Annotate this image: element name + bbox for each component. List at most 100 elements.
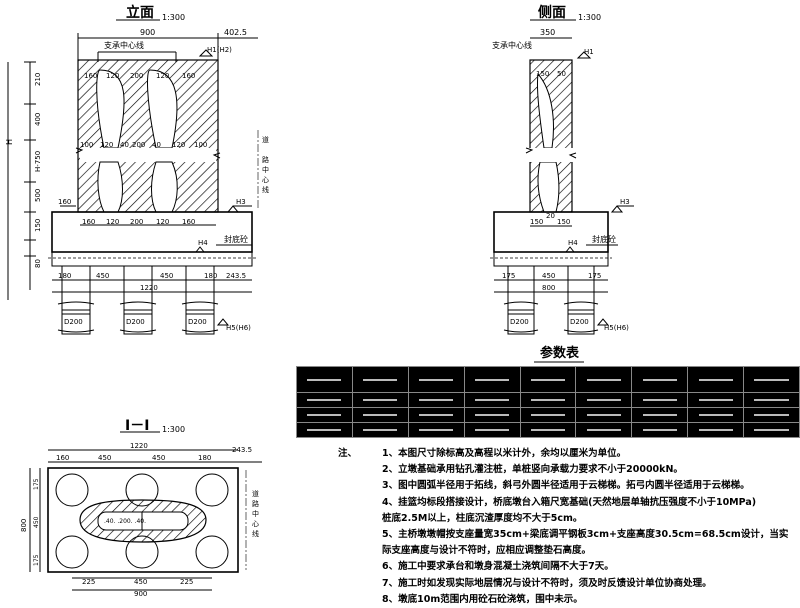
front-side-4: 中 [262, 165, 269, 174]
front-pile-dim-3: 450 [160, 272, 173, 280]
front-ldim-500: 500 [34, 189, 42, 202]
table-cell [575, 365, 633, 394]
front-bot-dim-4: 120 [156, 218, 169, 226]
front-side-5: 心 [262, 176, 269, 184]
note-item: 际支座高度与设计不符时，应相应调整垫石高度。 [382, 545, 592, 557]
table-cell [687, 422, 744, 438]
table-cell [351, 422, 409, 438]
side-view: 侧面 1:300 350 支承中心线 H1 150 50 150 20 150 … [490, 4, 634, 335]
front-hatch-dim-3: 200 [130, 72, 143, 80]
table-cell [351, 365, 409, 394]
side-bot-dim-3: 150 [557, 218, 570, 226]
param-table-title: 参数表 [540, 345, 580, 361]
front-ldim-150: 150 [34, 219, 42, 232]
section-ldim-175b: 175 [33, 554, 40, 566]
notes-list: 1、本图尺寸除标高及高程以米计外，余均以厘米为单位。 2、立墩基础承用钻孔灌注桩… [340, 446, 798, 608]
front-ldim-h750: H-750 [34, 151, 42, 172]
front-pile-3: D200 [188, 318, 207, 326]
front-mid-dim-6: 120 [172, 141, 185, 149]
front-view-scale: 1:300 [162, 13, 185, 22]
side-elev-h4: H4 [568, 239, 578, 247]
table-cell [351, 392, 409, 409]
table-row [296, 422, 800, 438]
section-view-scale: 1:300 [162, 425, 185, 434]
note-item: 7、施工时如发现实际地层情况与设计不符时，须及时反馈设计单位协商处理。 [382, 577, 712, 589]
front-total-dim: 1220 [140, 284, 158, 292]
side-bearing-line: 支承中心线 [492, 40, 532, 50]
notes-lead: 注、 [338, 448, 358, 459]
table-cell [519, 392, 577, 409]
table-cell [296, 365, 353, 394]
section-top-3: 450 [152, 454, 165, 462]
side-hatch-dim-1: 150 [536, 70, 549, 78]
front-mid-dim-1: 100 [80, 141, 93, 149]
section-ldim-800: 800 [20, 519, 28, 532]
note-item: 3、图中圆弧半径用于拓线，斜弓外圆半径适用于云梯梯。拓弓内圆半径适用于云梯梯。 [382, 480, 750, 492]
table-header-row [296, 365, 800, 394]
table-cell [463, 407, 521, 424]
front-mid-dim-4: 200 [132, 141, 145, 149]
section-view-title: I－I [125, 418, 149, 434]
front-ldim-h: H [5, 139, 14, 145]
front-cap-dim: 160 [58, 198, 71, 206]
side-pile-dim-2: 450 [542, 272, 555, 280]
table-cell [687, 365, 744, 394]
table-cell [687, 392, 744, 409]
note-item: 5、主桥墩墩帽按支座量宽35cm+梁底调平钢板3cm+支座高度30.5cm=68… [382, 529, 789, 541]
table-cell [575, 407, 633, 424]
table-cell [743, 392, 800, 409]
section-side-5: 线 [252, 529, 259, 538]
table-cell [407, 392, 465, 409]
section-side-3: 中 [252, 509, 259, 518]
front-side-1: 道 [262, 135, 269, 144]
side-bot-dim-2: 20 [546, 212, 555, 220]
front-view: 立面 1:300 900 402.5 支承中心线 H1(H2) 210 400 … [5, 4, 269, 335]
front-pile-dim-2: 450 [96, 272, 109, 280]
section-side-2: 路 [252, 499, 259, 508]
front-mid-dim-2: 120 [100, 141, 113, 149]
table-cell [296, 407, 353, 424]
note-item: 1、本图尺寸除标高及高程以米计外，余均以厘米为单位。 [382, 448, 627, 459]
front-elev-h1: H1(H2) [207, 46, 232, 54]
side-elev-h1: H1 [584, 48, 594, 56]
table-cell [631, 407, 689, 424]
front-elev-h4: H4 [198, 239, 208, 247]
table-cell [296, 392, 353, 409]
table-cell [519, 422, 577, 438]
front-seal-label: 封底砼 [224, 234, 248, 244]
section-bot-2: 450 [134, 578, 147, 586]
table-row [296, 407, 800, 424]
section-side-4: 心 [252, 520, 259, 528]
note-item: 6、施工中要求承台和墩身混凝土浇筑间隔不大于7天。 [382, 561, 614, 573]
table-cell [631, 365, 689, 394]
table-cell [519, 365, 577, 394]
section-bot-3: 225 [180, 578, 193, 586]
table-cell [463, 392, 521, 409]
table-cell [743, 365, 800, 394]
side-pile-1: D200 [510, 318, 529, 326]
table-cell [407, 365, 465, 394]
front-dim-900: 900 [140, 28, 155, 37]
front-ldim-400: 400 [34, 113, 42, 126]
front-ldim-210: 210 [34, 73, 42, 86]
front-dim-402: 402.5 [224, 28, 247, 37]
side-seal-label: 封底砼 [592, 234, 616, 244]
front-view-title: 立面 [126, 4, 154, 21]
table-cell [575, 392, 633, 409]
front-pile-dim-4: 180 [204, 272, 217, 280]
side-total-dim: 800 [542, 284, 555, 292]
front-bot-dim-2: 120 [106, 218, 119, 226]
side-elev-h5: H5(H6) [604, 324, 629, 332]
table-cell [575, 422, 633, 438]
side-bot-dim-1: 150 [530, 218, 543, 226]
front-pile-dim-5: 243.5 [226, 272, 246, 280]
front-hatch-dim-2: 120 [106, 72, 119, 80]
table-cell [519, 407, 577, 424]
front-mid-dim-3: 40 [120, 141, 129, 149]
table-cell [351, 407, 409, 424]
side-pile-dim-1: 175 [502, 272, 515, 280]
front-elev-h5: H5(H6) [226, 324, 251, 332]
table-cell [687, 407, 744, 424]
table-cell [631, 422, 689, 438]
side-pile-dim-3: 175 [588, 272, 601, 280]
